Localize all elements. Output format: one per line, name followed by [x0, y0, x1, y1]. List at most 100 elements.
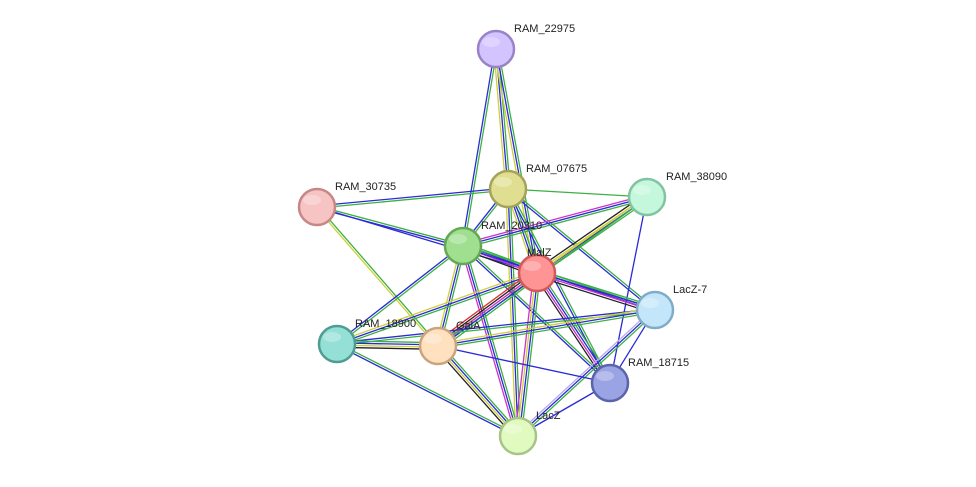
- edge-malz-lacz: [514, 272, 541, 437]
- node-lacz[interactable]: [498, 416, 538, 456]
- edge-ram-07675-ram-30735: [316, 187, 509, 209]
- edge-line-blue: [336, 308, 655, 344]
- node-label-ram-18900: RAM_18900: [355, 318, 416, 330]
- node-circle[interactable]: [317, 324, 357, 364]
- edge-line-blue: [461, 48, 496, 246]
- edge-line-green: [497, 48, 540, 273]
- edge-ram-07675-ram-18715: [506, 188, 612, 384]
- edge-line-green: [317, 189, 509, 209]
- node-ram-18715[interactable]: [590, 363, 630, 403]
- node-circle[interactable]: [418, 326, 458, 366]
- edge-line-magenta: [462, 194, 647, 245]
- edge-line-green: [463, 198, 648, 249]
- edge-line-magenta: [535, 273, 610, 384]
- edge-line-blue: [437, 309, 656, 347]
- node-gala[interactable]: [418, 326, 458, 366]
- node-circle[interactable]: [635, 290, 675, 330]
- node-circle[interactable]: [517, 253, 557, 293]
- node-highlight: [424, 334, 442, 344]
- edge-line-blue: [462, 196, 648, 247]
- edge-gala-lacz: [435, 343, 521, 439]
- node-circle[interactable]: [590, 363, 630, 403]
- node-circle[interactable]: [488, 169, 528, 209]
- edge-ram-38090-ram-18715: [609, 196, 648, 384]
- edge-line-magenta: [460, 246, 517, 437]
- node-circle[interactable]: [297, 187, 337, 227]
- edge-line-green: [438, 311, 656, 349]
- edge-line-green: [337, 342, 519, 436]
- edge-line-yellow: [505, 189, 517, 437]
- node-highlight: [504, 424, 522, 434]
- edge-line-green: [508, 188, 612, 383]
- edge-line-green: [464, 245, 521, 436]
- node-ram-38090[interactable]: [627, 177, 667, 217]
- node-malz[interactable]: [517, 253, 557, 293]
- edge-malz-ram-18900: [336, 270, 538, 347]
- node-highlight: [494, 177, 512, 187]
- edge-line-green: [463, 49, 498, 247]
- edge-line-blue: [316, 206, 538, 274]
- node-highlight: [449, 234, 467, 244]
- edge-line-green: [317, 205, 440, 346]
- edge-line-blue: [517, 309, 656, 437]
- node-highlight: [641, 298, 659, 308]
- node-label-lacz: LacZ: [536, 410, 561, 422]
- edge-line-green: [439, 343, 521, 435]
- edge-line-yellow: [516, 272, 537, 436]
- node-label-ram-20310: RAM_20310: [481, 220, 542, 232]
- node-circle[interactable]: [476, 29, 516, 69]
- edge-ram-22975-malz: [493, 48, 540, 274]
- node-circle[interactable]: [498, 416, 538, 456]
- node-ram-20310[interactable]: [443, 226, 483, 266]
- edge-line-blue: [335, 244, 463, 344]
- label-layer: RAM_22975RAM_07675RAM_30735RAM_38090RAM_…: [335, 23, 727, 422]
- node-highlight: [482, 37, 500, 47]
- edge-ram-20310-lacz: [460, 245, 521, 437]
- edge-line-green: [507, 188, 648, 198]
- edge-line-green: [508, 187, 657, 310]
- edge-lacz-7-gala: [437, 307, 656, 349]
- node-label-ram-07675: RAM_07675: [526, 163, 587, 175]
- edge-line-magenta: [536, 273, 655, 312]
- node-label-ram-22975: RAM_22975: [514, 23, 575, 35]
- edge-gala-ram-18715: [437, 345, 611, 384]
- edge-ram-07675-lacz-7: [506, 187, 657, 312]
- node-highlight: [633, 185, 651, 195]
- edge-line-green: [440, 276, 540, 351]
- edge-line-blue: [537, 271, 656, 310]
- edge-line-blue: [609, 196, 648, 384]
- node-ram-30735[interactable]: [297, 187, 337, 227]
- edge-ram-18900-lacz: [336, 342, 519, 438]
- edge-line-blue: [316, 187, 508, 207]
- edge-line-green: [463, 244, 612, 383]
- edge-ram-20310-ram-18900: [335, 244, 465, 346]
- edge-line-blue: [506, 189, 610, 384]
- edge-line-yellow: [315, 207, 438, 348]
- node-label-malz: MalZ: [527, 247, 552, 259]
- edge-line-black: [534, 193, 646, 271]
- edge-line-blue: [336, 272, 538, 345]
- node-circle[interactable]: [627, 177, 667, 217]
- node-label-ram-38090: RAM_38090: [666, 171, 727, 183]
- node-ram-22975[interactable]: [476, 29, 516, 69]
- edge-line-yellow: [436, 346, 518, 438]
- node-label-ram-18715: RAM_18715: [628, 357, 689, 369]
- edge-line-lavender: [516, 307, 654, 435]
- edge-line-blue: [495, 48, 538, 274]
- node-circle[interactable]: [443, 226, 483, 266]
- edge-ram-22975-ram-20310: [461, 48, 498, 247]
- edge-ram-30735-malz: [316, 206, 538, 274]
- edge-line-blue: [438, 274, 539, 349]
- node-label-lacz-7: LacZ-7: [673, 284, 707, 296]
- edge-line-yellow: [336, 270, 537, 343]
- node-ram-18900[interactable]: [317, 324, 357, 364]
- node-ram-07675[interactable]: [488, 169, 528, 209]
- edge-ram-30735-ram-20310: [316, 205, 464, 248]
- edge-line-blue: [518, 273, 539, 437]
- edge-line-blue: [437, 345, 611, 384]
- edge-line-yellow: [493, 49, 536, 274]
- node-lacz-7[interactable]: [635, 290, 675, 330]
- edge-line-blue: [438, 344, 520, 436]
